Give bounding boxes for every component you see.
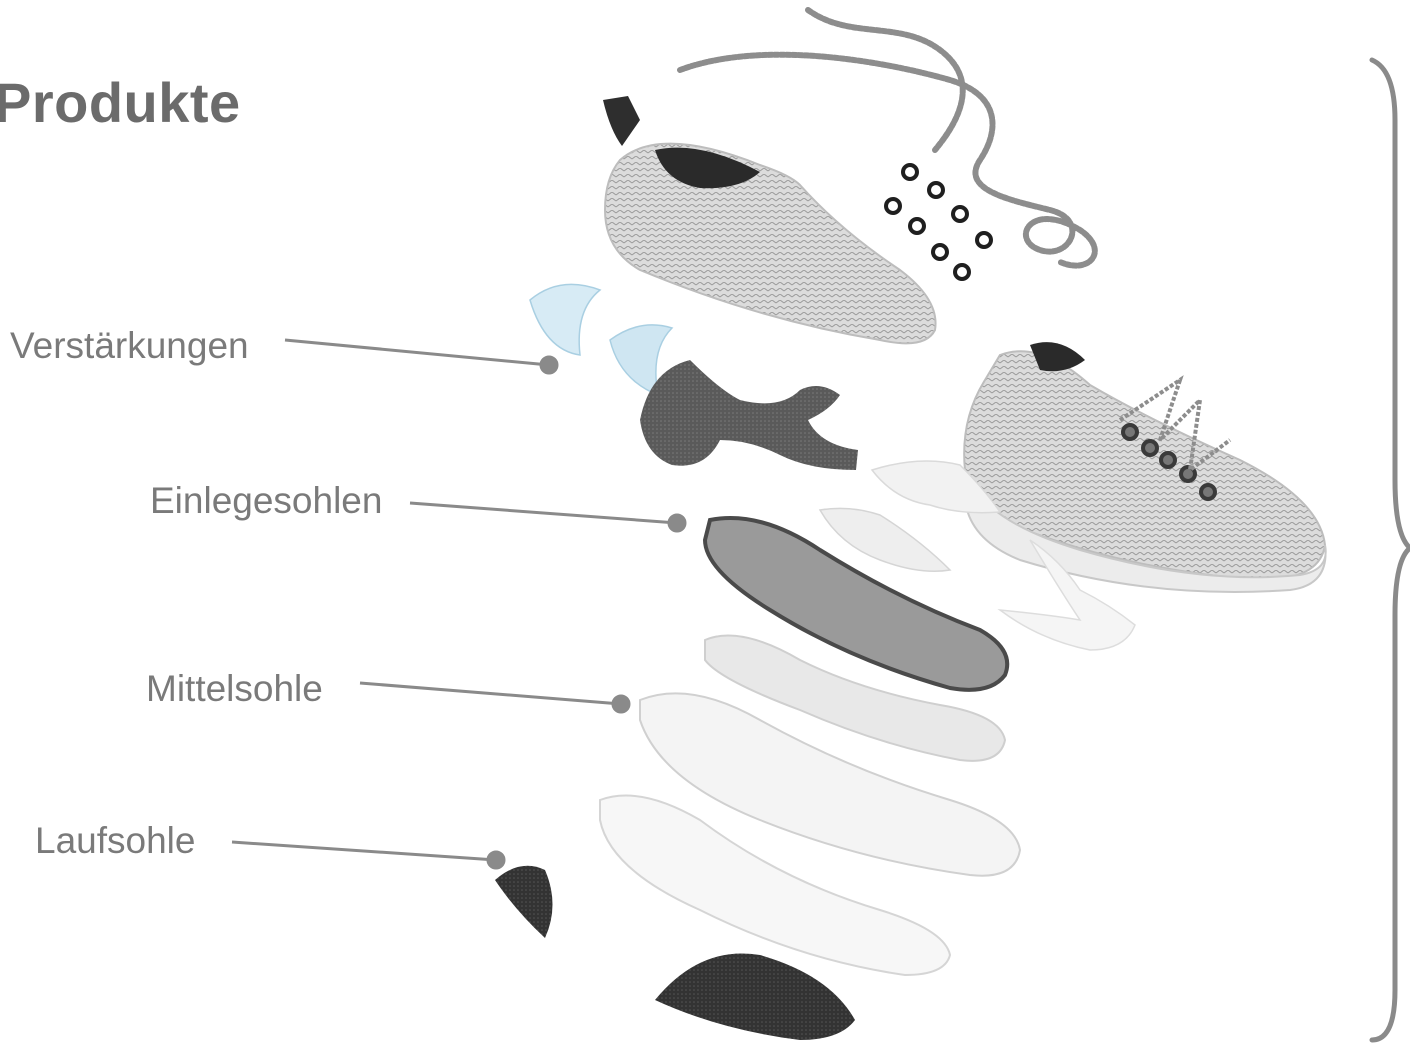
- leader-line-outsole: [232, 842, 496, 860]
- leader-dot-midsole: [613, 696, 629, 712]
- outsole-pad-toe-icon: [655, 953, 855, 1040]
- leader-dot-insoles: [669, 515, 685, 531]
- outsole-pad-heel-icon: [495, 866, 553, 938]
- heel-tab-icon: [603, 96, 640, 146]
- assembled-sneaker-icon: [964, 342, 1326, 592]
- knit-upper-shoe-icon: [605, 144, 936, 344]
- curly-brace-icon: [1372, 60, 1410, 1040]
- leader-dot-outsole: [488, 852, 504, 868]
- leader-line-reinforcements: [285, 340, 549, 365]
- reinforcement-pieces-icon: [530, 284, 672, 395]
- leader-line-midsole: [360, 683, 621, 704]
- felt-heel-counter-icon: [640, 360, 858, 470]
- leader-lines: [232, 340, 685, 868]
- leader-dot-reinforcements: [541, 357, 557, 373]
- leader-line-insoles: [410, 503, 677, 523]
